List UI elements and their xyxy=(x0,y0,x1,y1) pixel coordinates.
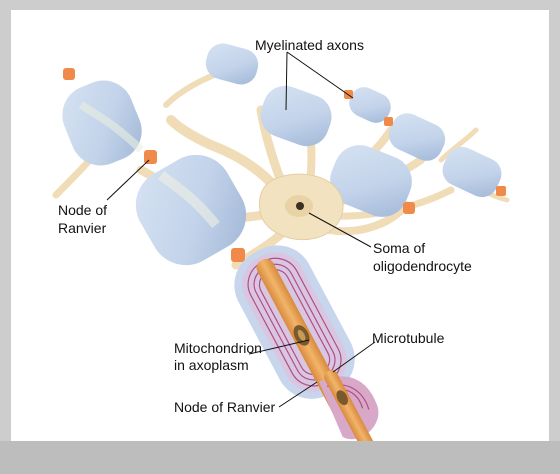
label-node-of-ranvier-upper-line1: Node of xyxy=(58,202,108,218)
myelin-sheath-7 xyxy=(388,113,446,161)
node-marker xyxy=(496,186,506,196)
myelin-sheath-5 xyxy=(330,145,412,217)
oligodendrocyte-soma xyxy=(258,173,344,240)
myelin-sheath-1 xyxy=(62,80,144,166)
label-soma-line2: oligodendrocyte xyxy=(373,258,472,274)
myelin-sheath-4 xyxy=(260,85,332,147)
leader-lines xyxy=(106,51,376,408)
label-mitochondrion-line2: in axoplasm xyxy=(174,357,249,373)
node-marker xyxy=(63,68,75,80)
leader-line xyxy=(308,212,372,248)
label-mitochondrion-line1: Mitochondrion xyxy=(174,340,262,356)
myelin-sheath-6 xyxy=(349,87,391,123)
myelin-sheath-8 xyxy=(442,146,502,198)
node-marker xyxy=(403,202,415,214)
frame-left-border xyxy=(0,0,11,474)
frame-top-border xyxy=(0,0,560,10)
myelin-sheath-2 xyxy=(135,154,247,266)
diagram-panel: Myelinated axons Node of Ranvier Soma of… xyxy=(11,10,549,441)
label-node-of-ranvier-lower: Node of Ranvier xyxy=(174,399,276,415)
axon-cutaway xyxy=(234,245,379,441)
node-marker xyxy=(231,248,245,262)
label-node-of-ranvier-upper-line2: Ranvier xyxy=(58,220,107,236)
node-marker xyxy=(384,117,393,126)
leader-line xyxy=(285,51,288,111)
frame-bottom-bar xyxy=(0,441,560,474)
leader-line xyxy=(332,341,376,373)
leader-line xyxy=(286,51,354,99)
label-soma-line1: Soma of xyxy=(373,240,426,256)
myelin-sheath-3 xyxy=(205,43,259,85)
label-myelinated-axons: Myelinated axons xyxy=(255,37,364,53)
leader-line xyxy=(248,339,310,355)
myelin-sheaths xyxy=(62,43,502,266)
leader-line xyxy=(106,159,150,201)
leader-line xyxy=(278,381,318,408)
node-marker xyxy=(144,150,157,164)
oligodendrocyte-illustration xyxy=(52,43,510,441)
frame-right-border xyxy=(549,0,560,474)
label-microtubule: Microtubule xyxy=(372,330,445,346)
